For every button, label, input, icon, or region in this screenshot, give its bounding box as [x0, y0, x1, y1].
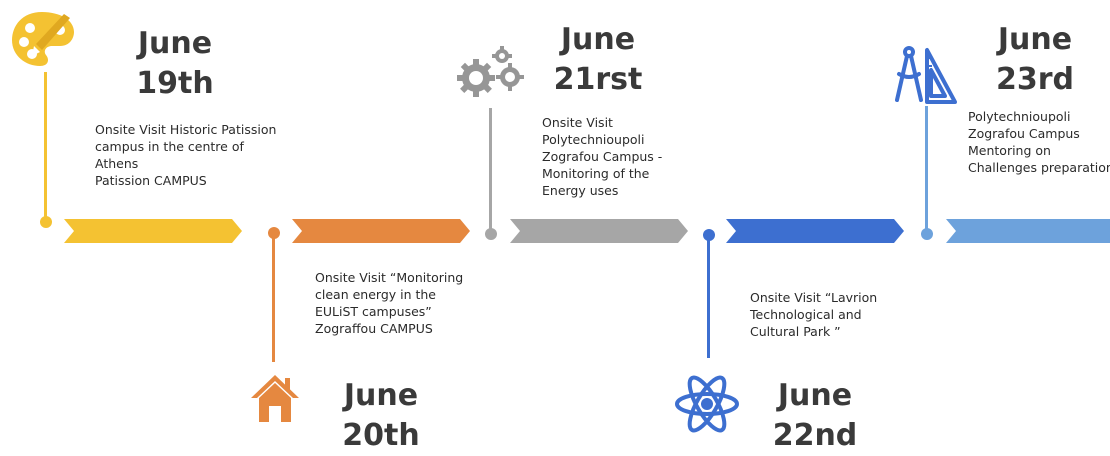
palette-icon	[12, 12, 74, 66]
timeline-arrow-5	[946, 219, 1110, 243]
timeline-arrow-1	[64, 219, 242, 243]
milestone-1-day: 19th	[136, 66, 214, 101]
compass-ruler-icon	[895, 46, 957, 104]
milestone-5-description: Polytechnioupoli Zografou Campus Mentori…	[968, 109, 1110, 175]
connector-dot-1	[40, 216, 52, 228]
milestone-3-day: 21rst	[553, 62, 643, 97]
milestone-2-date: June 20th	[316, 376, 446, 456]
connector-dot-5	[921, 228, 933, 240]
connector-line-5	[925, 106, 928, 232]
house-icon	[251, 375, 299, 422]
connector-dot-2	[268, 227, 280, 239]
connector-dot-3	[485, 228, 497, 240]
milestone-3-description: Onsite Visit Polytechnioupoli Zografou C…	[542, 115, 663, 198]
milestone-1-month: June	[137, 26, 213, 61]
milestone-3-month: June	[560, 22, 636, 57]
milestone-1-date: June 19th	[110, 24, 240, 104]
milestone-4-date: June 22nd	[750, 376, 880, 456]
connector-line-2	[272, 234, 275, 362]
timeline-arrow-2	[292, 219, 470, 243]
atom-icon	[675, 375, 739, 433]
milestone-4-description: Onsite Visit “Lavrion Technological and …	[750, 290, 878, 339]
milestone-5-day: 23rd	[995, 62, 1075, 97]
gears-icon	[457, 46, 524, 97]
milestone-4-month: June	[777, 378, 853, 413]
milestone-2-day: 20th	[342, 418, 420, 453]
milestone-2-description: Onsite Visit “Monitoring clean energy in…	[315, 270, 464, 336]
milestone-2-month: June	[343, 378, 419, 413]
milestone-5-month: June	[997, 22, 1073, 57]
connector-dot-4	[703, 229, 715, 241]
milestone-3-date: June 21rst	[533, 20, 663, 100]
milestone-4-day: 22nd	[772, 418, 858, 453]
connector-line-1	[44, 72, 47, 222]
milestone-1-description: Onsite Visit Historic Patission campus i…	[95, 122, 277, 188]
milestone-5-date: June 23rd	[970, 20, 1100, 100]
timeline-arrow-4	[726, 219, 904, 243]
timeline-arrow-3	[510, 219, 688, 243]
connector-line-4	[707, 238, 710, 358]
connector-line-3	[489, 108, 492, 232]
